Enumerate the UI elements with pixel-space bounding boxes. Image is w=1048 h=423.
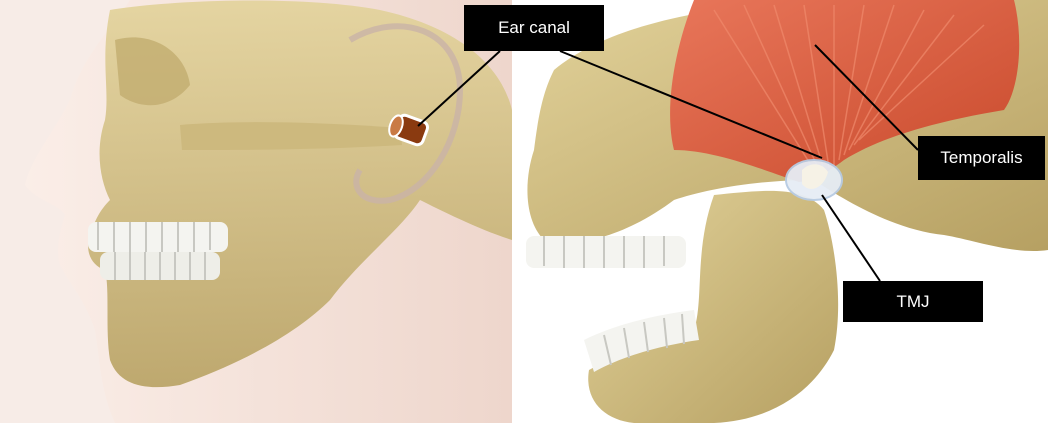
ear-canal-label: Ear canal [464, 5, 604, 51]
ear-canal-leader [418, 51, 500, 126]
tmj-leader [822, 195, 880, 281]
temporalis-leader [815, 45, 918, 150]
tmj-label: TMJ [843, 281, 983, 322]
temporalis-label: Temporalis [918, 136, 1045, 180]
ear-canal-leader-2 [560, 51, 822, 158]
